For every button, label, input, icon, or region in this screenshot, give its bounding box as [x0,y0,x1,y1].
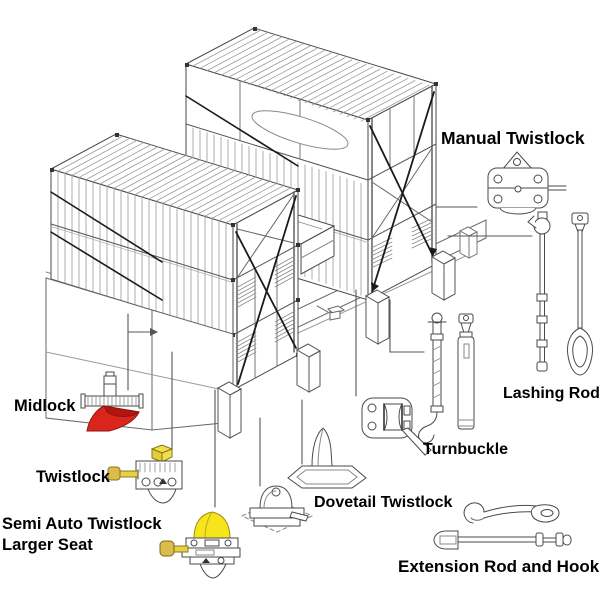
pedestal [458,226,479,259]
tank-container-top-tier [239,80,349,160]
label-extension-rod-and-hook: Extension Rod and Hook [398,557,600,576]
pedestal [430,250,457,301]
extension-rod-illustration [433,530,572,550]
yellow-handle-knob [107,466,121,481]
locking-pin [547,185,567,191]
yellow-handle-knob [159,540,175,557]
yellow-cone [193,511,231,539]
semi-auto-twistlock-illustration [159,511,241,579]
handle [401,427,432,456]
lashing-rods-on-end [235,195,297,385]
label-dovetail-twistlock: Dovetail Twistlock [314,494,453,511]
yellow-handle-rod [117,470,139,478]
leader-turnbuckle [389,299,425,353]
vent-grid [235,276,257,309]
label-semi-auto-line2: Larger Seat [2,536,93,554]
lashing-rods-on-end [369,91,437,293]
leader-midlock [127,313,158,391]
label-semi-auto-line1: Semi Auto Twistlock [2,515,162,533]
label-semi-auto-twistlock: Semi Auto Twistlock Larger Seat [2,514,162,556]
vent-grid [411,217,434,249]
label-lashing-rod: Lashing Rod [503,385,600,402]
label-manual-twistlock: Manual Twistlock [441,128,585,148]
midlock-illustration [80,371,144,432]
turnbuckle-illustration-2 [457,313,475,430]
manual-twistlock-illustration [487,151,567,215]
lashing-rod-illustration-2 [567,212,593,376]
label-twistlock: Twistlock [36,468,110,486]
pedestal [295,343,322,393]
top-corrugation [192,29,430,122]
lashing-rod-illustration-1 [527,211,551,372]
leader-lines [127,206,533,508]
vent-grid [274,255,296,288]
pedestal [216,381,243,439]
dovetail-foundation-illustration [287,427,367,489]
dovetail-top-view-illustration [361,397,432,456]
pedestal [364,289,391,345]
top-corrugation [57,135,292,224]
pedestals [216,226,479,439]
twistlock-illustration [107,444,183,504]
dovetail-twistlock-illustration [240,485,314,533]
turnbuckle-illustration-1 [418,312,447,444]
hook-illustration [463,502,560,524]
lashing-rods-on-side [50,191,163,301]
deck-fitting [316,305,346,321]
label-turnbuckle: Turnbuckle [423,441,509,458]
label-midlock: Midlock [14,397,76,415]
